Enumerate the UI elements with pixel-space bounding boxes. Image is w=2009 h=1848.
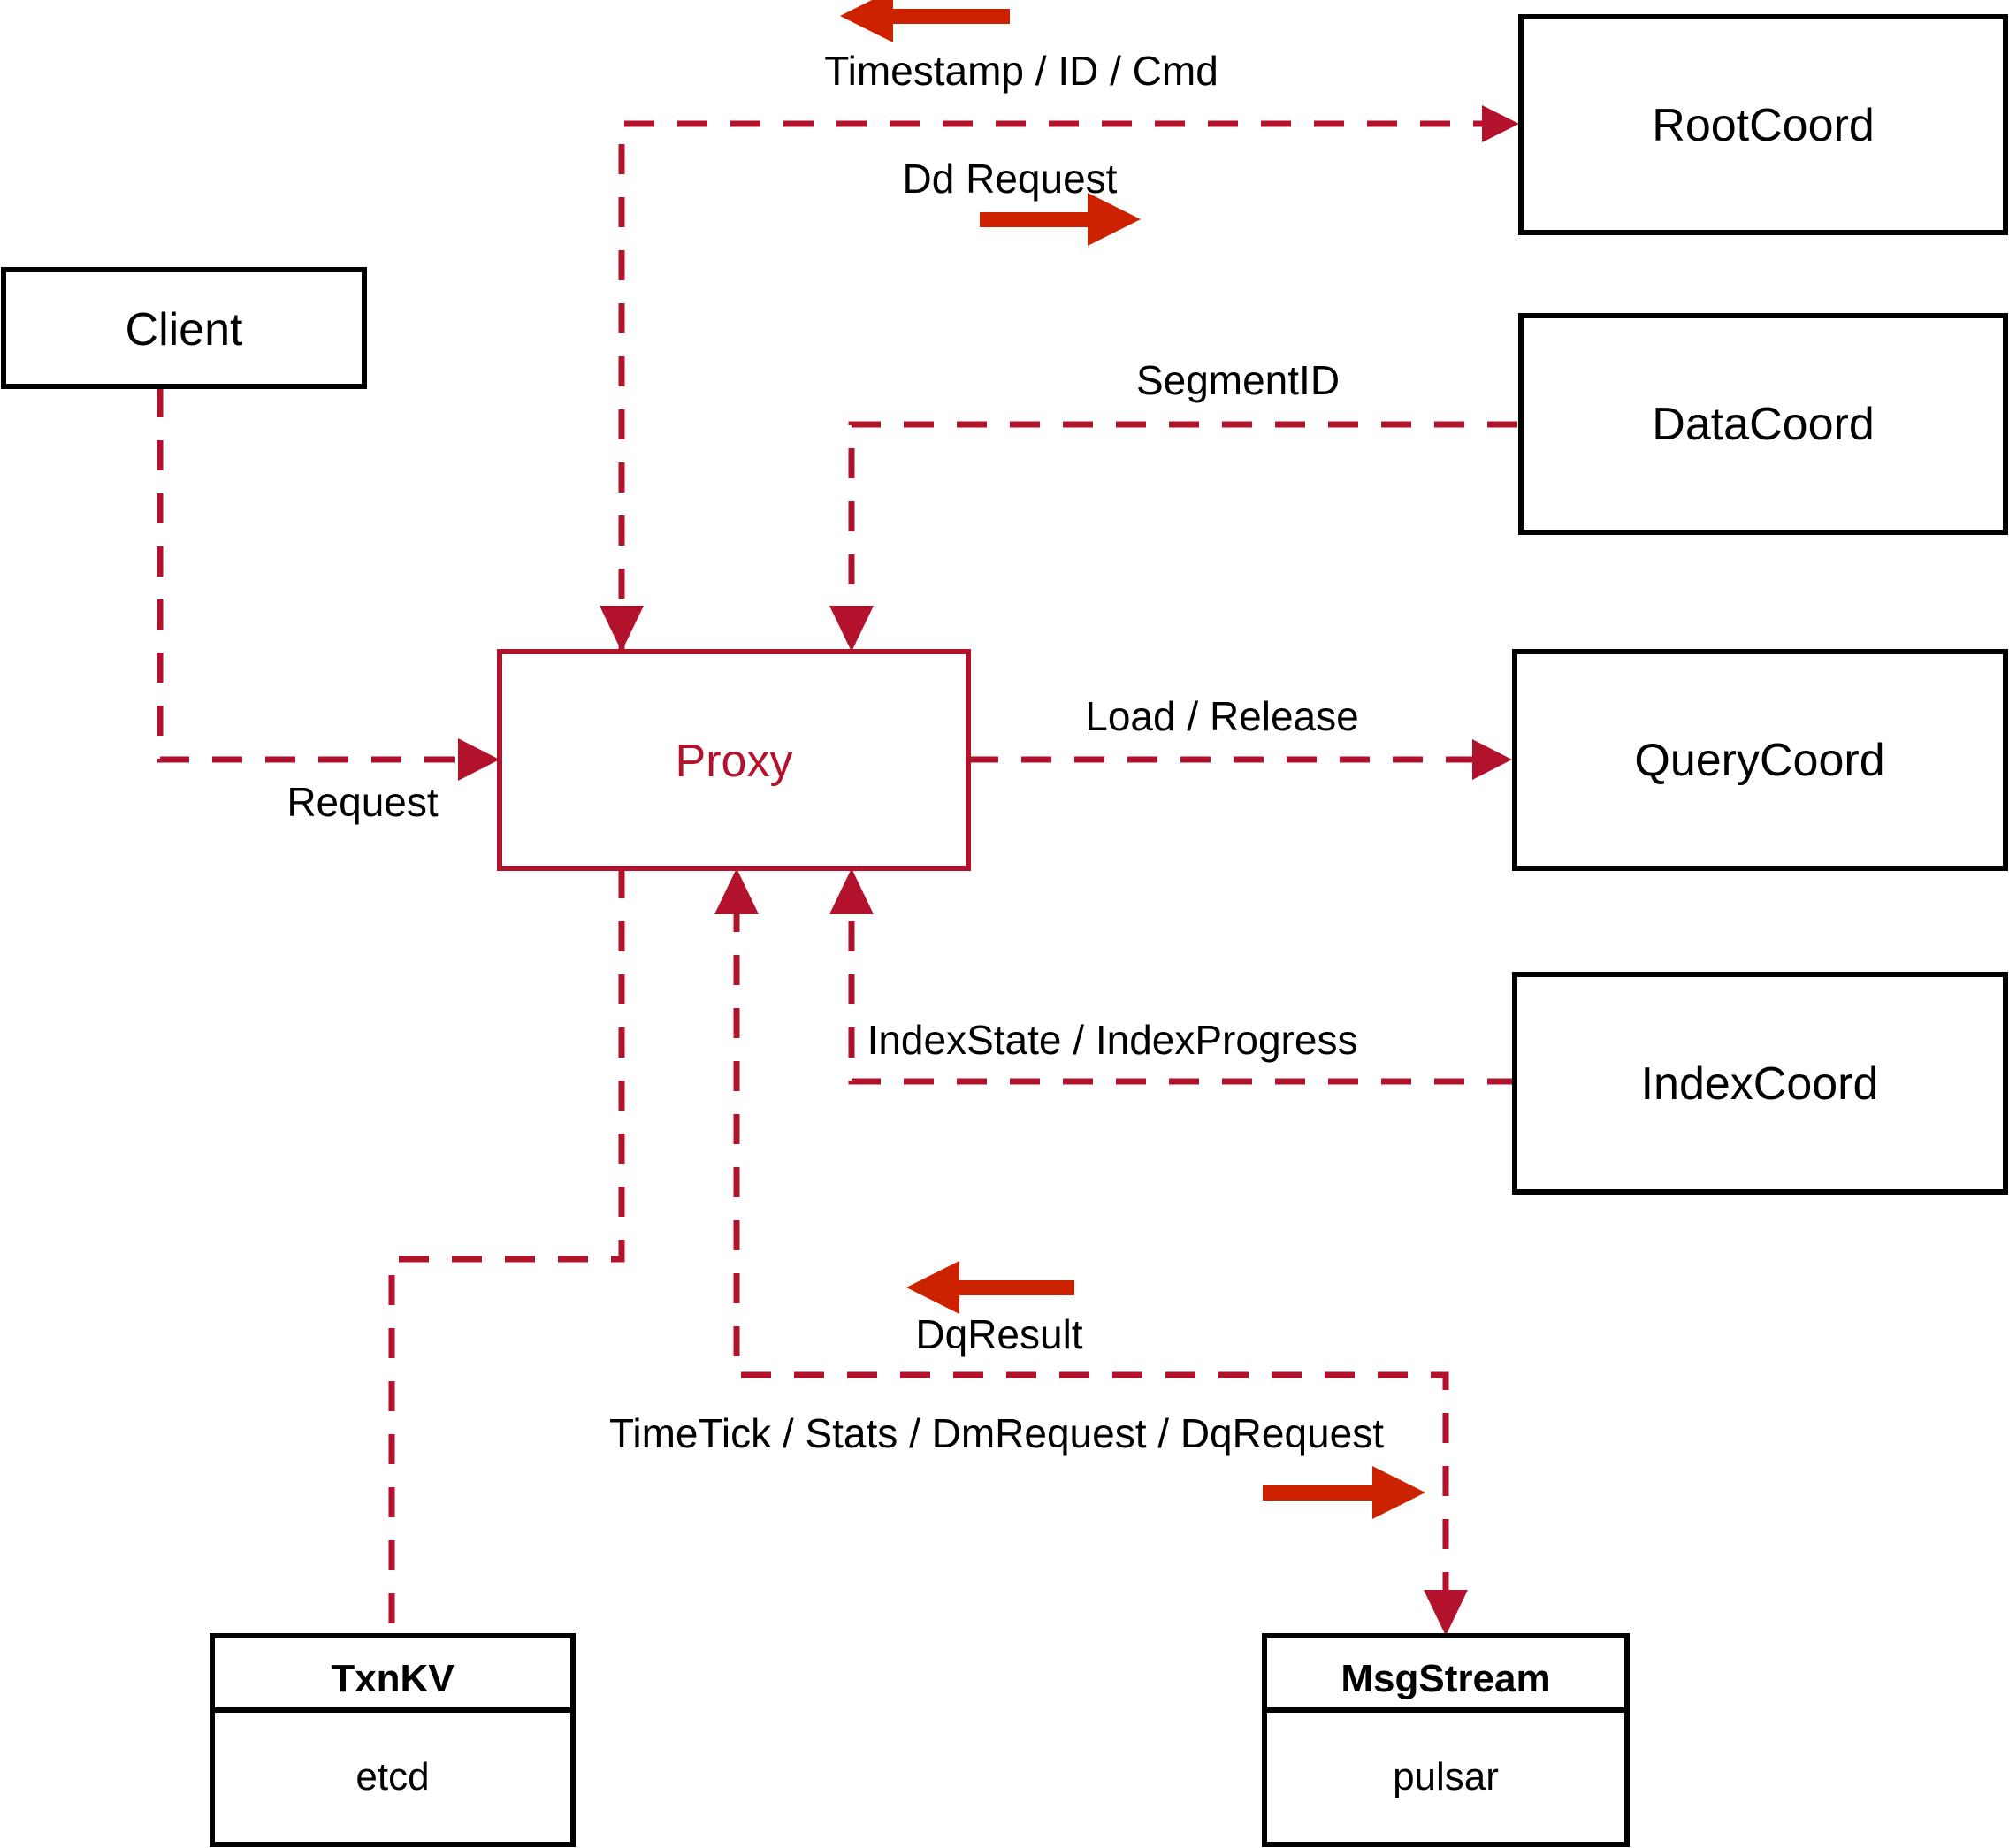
edge-label-dq-result: DqResult xyxy=(915,1311,1082,1357)
node-txnkv-impl: etcd xyxy=(355,1755,429,1798)
edge-segment-id-path xyxy=(848,421,1517,619)
edge-label-index-state-progress: IndexState / IndexProgress xyxy=(867,1017,1358,1063)
node-data-coord[interactable]: DataCoord xyxy=(1518,313,2008,535)
node-data-coord-label: DataCoord xyxy=(1652,399,1874,450)
edge-index-state-path xyxy=(848,902,1517,1085)
edge-segment-id-arrowhead xyxy=(829,606,874,652)
edge-label-segment-id: SegmentID xyxy=(1136,357,1340,403)
node-txnkv[interactable]: TxnKV etcd xyxy=(210,1633,576,1847)
direction-arrow-dm-dq-request xyxy=(1263,1466,1425,1519)
edge-timestamp-arrowhead xyxy=(600,606,644,652)
node-txnkv-label: TxnKV xyxy=(331,1657,455,1700)
node-msgstream-label: MsgStream xyxy=(1341,1657,1550,1700)
edge-request-arrowhead xyxy=(458,738,500,781)
edge-label-load-release: Load / Release xyxy=(1085,693,1358,739)
direction-arrow-dq-result xyxy=(906,1261,1074,1314)
node-root-coord[interactable]: RootCoord xyxy=(1518,14,2008,235)
edge-label-timestamp-id-cmd: Timestamp / ID / Cmd xyxy=(824,48,1218,94)
edge-index-state-arrowhead xyxy=(829,868,874,914)
node-client-label: Client xyxy=(126,304,243,355)
edge-request-path xyxy=(157,387,482,763)
edge-dd-request-path xyxy=(618,120,1505,652)
node-index-coord-label: IndexCoord xyxy=(1641,1058,1879,1110)
direction-arrow-dd-request xyxy=(980,193,1141,246)
node-msgstream[interactable]: MsgStream pulsar xyxy=(1262,1633,1630,1847)
node-query-coord[interactable]: QueryCoord xyxy=(1512,649,2008,871)
edge-msgstream-path xyxy=(733,902,1449,1615)
edge-txnkv-path xyxy=(388,868,625,1636)
node-root-coord-label: RootCoord xyxy=(1652,100,1874,151)
edge-label-timetick-stats: TimeTick / Stats / DmRequest / DqRequest xyxy=(609,1410,1384,1456)
node-msgstream-impl: pulsar xyxy=(1393,1755,1499,1798)
edge-label-dd-request: Dd Request xyxy=(903,156,1118,202)
direction-arrow-timestamp xyxy=(840,0,1010,42)
node-index-coord[interactable]: IndexCoord xyxy=(1512,972,2008,1195)
edge-load-release-arrowhead xyxy=(1472,739,1512,780)
edge-label-request: Request xyxy=(286,779,439,825)
node-client[interactable]: Client xyxy=(1,267,367,389)
edge-dd-request-arrowhead xyxy=(1482,105,1519,142)
edge-msgstream-in-arrowhead xyxy=(1424,1590,1468,1636)
edge-dqresult-arrowhead xyxy=(714,868,759,914)
node-proxy-label: Proxy xyxy=(676,736,793,787)
node-query-coord-label: QueryCoord xyxy=(1634,735,1884,786)
node-proxy[interactable]: Proxy xyxy=(497,649,971,871)
